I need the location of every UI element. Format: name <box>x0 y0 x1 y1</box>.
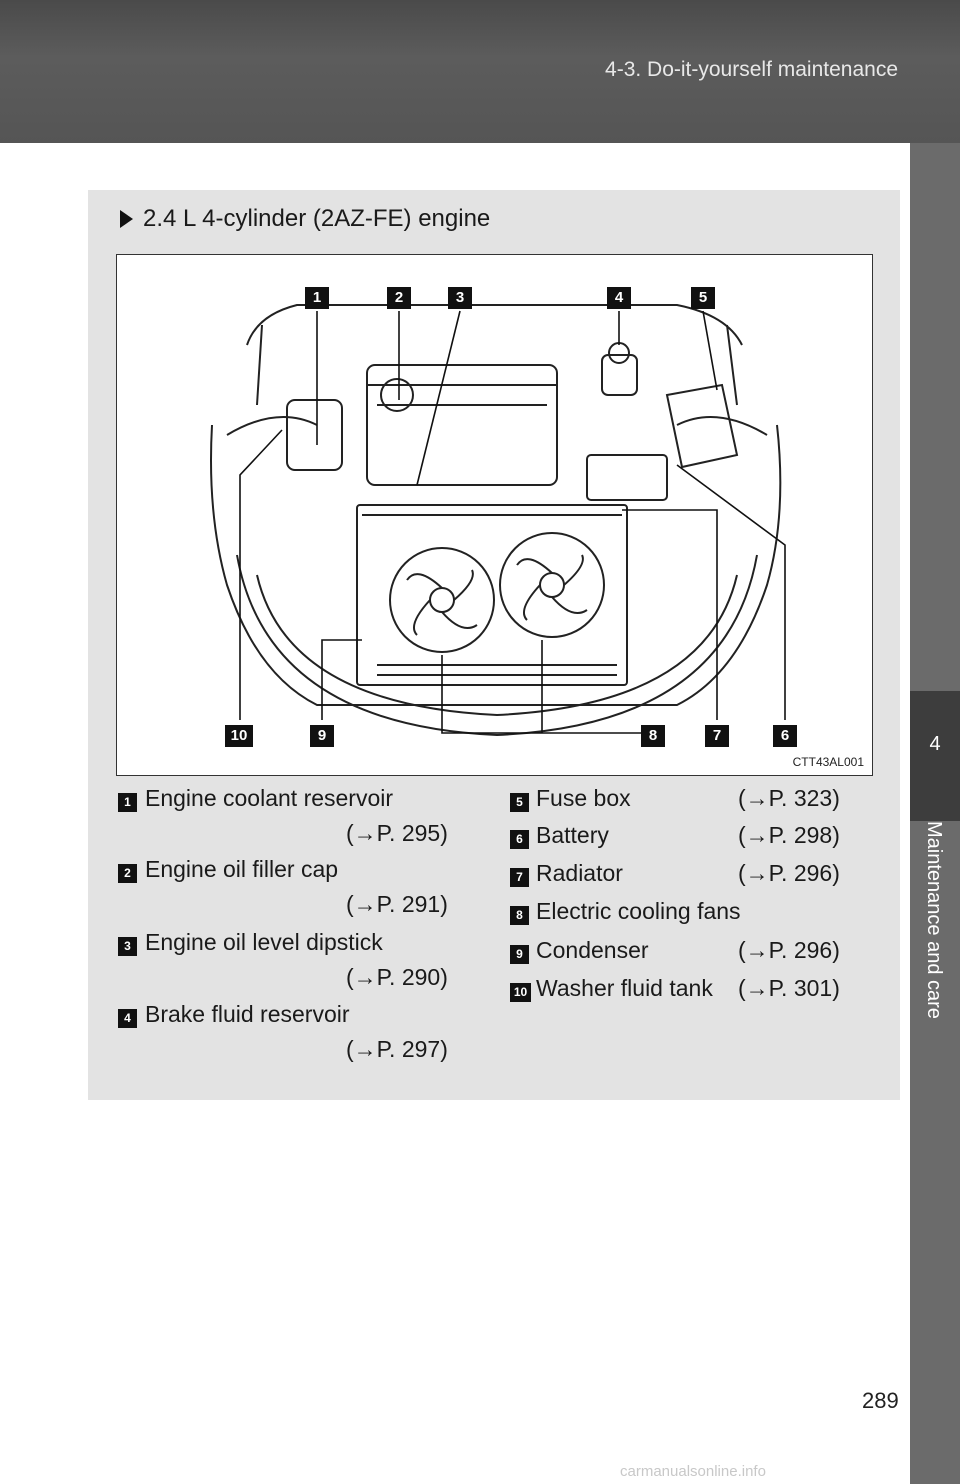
chapter-number: 4 <box>929 733 941 755</box>
legend-badge-10: 10 <box>510 983 531 1002</box>
legend-name-7: Radiator <box>536 860 623 886</box>
callout-3: 3 <box>448 287 472 309</box>
legend-name-6: Battery <box>536 822 609 848</box>
legend-ref-4: (→P. 297) <box>346 1036 448 1062</box>
section-title: 4-3. Do-it-yourself maintenance <box>605 58 898 81</box>
legend-ref-9: (→P. 296) <box>738 937 840 963</box>
callout-1: 1 <box>305 287 329 309</box>
legend-ref-1: (→P. 295) <box>346 820 448 846</box>
callout-7: 7 <box>705 725 729 747</box>
legend-ref-10: (→P. 301) <box>738 975 840 1001</box>
panel-title: 2.4 L 4-cylinder (2AZ-FE) engine <box>120 205 490 233</box>
callout-5: 5 <box>691 287 715 309</box>
legend-badge-3: 3 <box>118 937 137 956</box>
callout-6: 6 <box>773 725 797 747</box>
engine-compartment-illustration <box>210 304 786 737</box>
chapter-label: Maintenance and care <box>923 821 945 1019</box>
page-number: 289 <box>862 1388 899 1413</box>
callout-10: 10 <box>225 725 253 747</box>
engine-figure: 1 2 3 4 5 6 7 8 9 10 CTT43AL001 <box>116 254 873 776</box>
callout-8: 8 <box>641 725 665 747</box>
legend-badge-6: 6 <box>510 830 529 849</box>
legend-name-3: Engine oil level dipstick <box>145 929 383 955</box>
legend-badge-8: 8 <box>510 906 529 925</box>
legend-name-1: Engine coolant reservoir <box>145 785 394 811</box>
legend-name-10: Washer fluid tank <box>536 975 713 1001</box>
legend-badge-4: 4 <box>118 1009 137 1028</box>
figure-code: CTT43AL001 <box>792 755 864 769</box>
legend-name-9: Condenser <box>536 937 649 963</box>
legend-badge-7: 7 <box>510 868 529 887</box>
legend-ref-2: (→P. 291) <box>346 891 448 917</box>
header-band: 4-3. Do-it-yourself maintenance <box>0 0 960 143</box>
triangle-bullet-icon <box>120 210 133 228</box>
legend-name-4: Brake fluid reservoir <box>145 1001 350 1027</box>
chapter-tab-highlight <box>910 691 960 821</box>
legend-badge-1: 1 <box>118 793 137 812</box>
callout-9: 9 <box>310 725 334 747</box>
legend-badge-9: 9 <box>510 945 529 964</box>
legend-ref-3: (→P. 290) <box>346 964 448 990</box>
legend-name-2: Engine oil filler cap <box>145 856 339 882</box>
legend-ref-7: (→P. 296) <box>738 860 840 886</box>
legend-badge-2: 2 <box>118 864 137 883</box>
legend-ref-6: (→P. 298) <box>738 822 840 848</box>
legend-name-8: Electric cooling fans <box>536 898 741 924</box>
watermark: carmanualsonline.info <box>620 1463 766 1480</box>
chapter-side-tab: 4 Maintenance and care <box>910 143 960 1484</box>
legend-ref-5: (→P. 323) <box>738 785 840 811</box>
legend-badge-5: 5 <box>510 793 529 812</box>
legend-name-5: Fuse box <box>536 785 631 811</box>
callout-4: 4 <box>607 287 631 309</box>
panel-title-text: 2.4 L 4-cylinder (2AZ-FE) engine <box>143 205 491 232</box>
callout-2: 2 <box>387 287 411 309</box>
